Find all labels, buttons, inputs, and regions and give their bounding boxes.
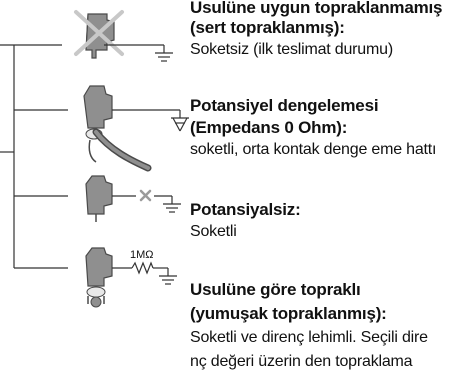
item2-title-line2: (Empedans 0 Ohm):: [190, 118, 348, 137]
item4-description-line2: nç değeri üzerin den topraklama: [190, 353, 413, 370]
item4-description-line1: Soketli ve direnç lehimli. Seçili dire: [190, 329, 428, 346]
item2-description: soketli, orta kontak denge eme hattı: [190, 141, 437, 158]
item1-description: Soketsiz (ilk teslimat durumu): [190, 41, 393, 58]
row2-ground-wire: [112, 109, 189, 132]
item4-title-line2: (yumuşak topraklanmış):: [190, 304, 387, 323]
row3-cross-icon: [139, 189, 152, 202]
row1-ground-wire: [104, 44, 173, 62]
item1-title-line1: Usulüne uygun topraklanmamış: [190, 0, 443, 17]
bus-lines: [0, 44, 68, 269]
row1-cross-icon: [74, 10, 124, 56]
row4-connector: [85, 247, 113, 308]
row3-ground-wire: [112, 195, 181, 213]
row3-connector: [85, 175, 113, 222]
item3-description: Soketli: [190, 223, 237, 240]
row4-resistor-icon: [112, 261, 177, 285]
item2-title-line1: Potansiyel dengelemesi: [190, 96, 379, 115]
resistor-label: 1MΩ: [130, 249, 154, 261]
item3-title: Potansiyalsiz:: [190, 200, 301, 219]
row2-connector: [83, 85, 152, 172]
item4-title-line1: Usulüne göre topraklı: [190, 280, 361, 299]
item1-title-line2: (sert topraklanmış):: [190, 18, 345, 37]
